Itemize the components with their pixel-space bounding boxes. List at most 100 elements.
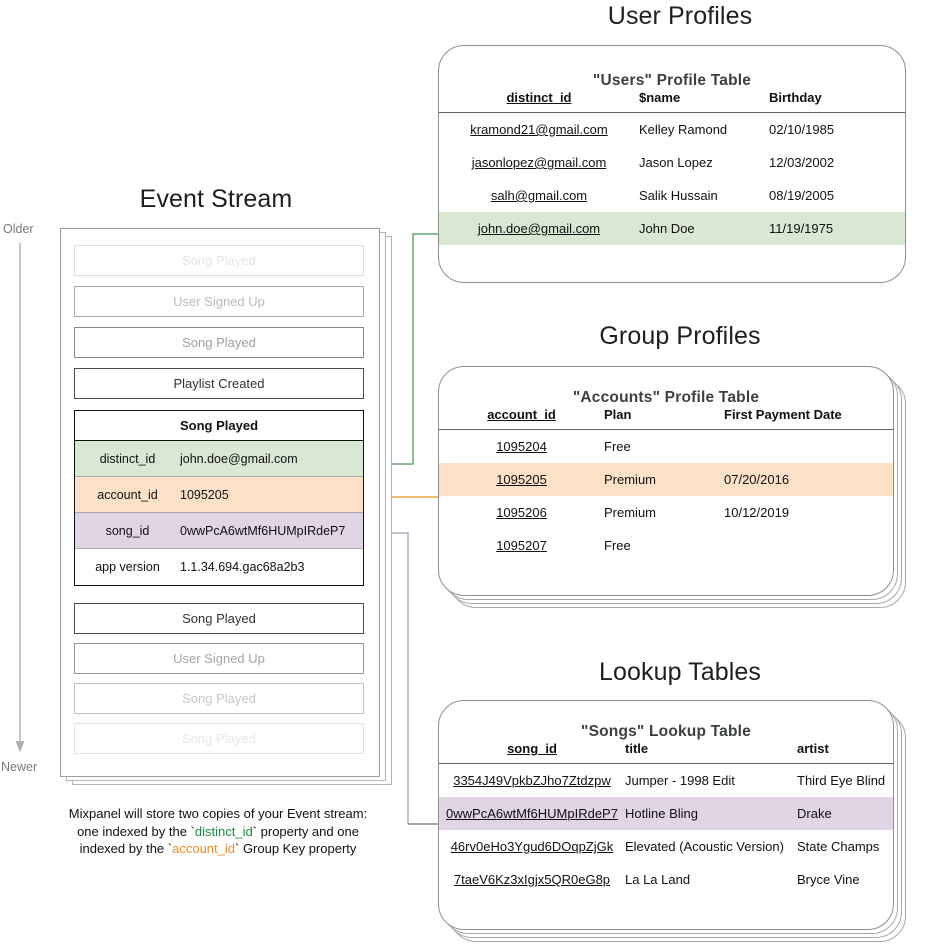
caption-line-3b: ` Group Key property bbox=[235, 841, 357, 856]
event-stream-title: Event Stream bbox=[139, 185, 293, 213]
event-item-8[interactable]: Song Played bbox=[74, 723, 364, 754]
event-prop-account-id-key: account_id bbox=[97, 487, 158, 502]
timeline-older-label: Older bbox=[3, 222, 34, 236]
stream-caption: Mixpanel will store two copies of your E… bbox=[48, 805, 388, 858]
event-stream-stack: Song Played User Signed Up Song Played P… bbox=[60, 228, 392, 785]
caption-distinct-id-key: distinct_id bbox=[194, 823, 253, 839]
group-profiles-title: Group Profiles bbox=[599, 322, 761, 350]
songs-table-row[interactable]: 46rv0eHo3Ygud6DOqpZjGk Elevated (Acousti… bbox=[439, 830, 893, 863]
users-r4-distinct-id: john.doe@gmail.com bbox=[439, 212, 639, 245]
songs-r1-title: Jumper - 1998 Edit bbox=[625, 773, 735, 788]
event-prop-app-version: app version 1.1.34.694.gac68a2b3 bbox=[75, 549, 363, 585]
songs-col-title: title bbox=[625, 741, 797, 764]
event-prop-app-version-value: 1.1.34.694.gac68a2b3 bbox=[180, 560, 305, 574]
event-item-3[interactable]: Song Played bbox=[74, 327, 364, 358]
caption-line-1: Mixpanel will store two copies of your E… bbox=[68, 806, 368, 821]
users-r1-name: Kelley Ramond bbox=[639, 122, 728, 137]
expanded-event-name: Song Played bbox=[75, 411, 363, 441]
songs-table-title: "Songs" Lookup Table bbox=[581, 723, 751, 740]
songs-table-row[interactable]: 3354J49VpkbZJho7Ztdzpw Jumper - 1998 Edi… bbox=[439, 764, 893, 798]
accounts-r1-first-payment bbox=[724, 430, 893, 464]
event-item-6[interactable]: User Signed Up bbox=[74, 643, 364, 674]
accounts-r4-plan: Free bbox=[604, 538, 631, 553]
songs-r2-title: Hotline Bling bbox=[625, 797, 797, 830]
users-r4-name: John Doe bbox=[639, 212, 769, 245]
caption-line-2b: ` property and one bbox=[252, 823, 359, 839]
user-profiles-title: User Profiles bbox=[607, 2, 753, 30]
caption-account-id-key: account_id bbox=[172, 841, 235, 856]
accounts-r3-plan: Premium bbox=[604, 505, 657, 520]
event-prop-distinct-id-value: john.doe@gmail.com bbox=[180, 451, 298, 466]
songs-r2-artist: Drake bbox=[797, 797, 893, 830]
songs-card-stack: "Songs" Lookup Table song_id title artis… bbox=[438, 700, 916, 948]
event-item-1[interactable]: Song Played bbox=[74, 245, 364, 276]
caption-line-2a: one indexed by the ` bbox=[77, 823, 195, 839]
users-table-header-row: distinct_id $name Birthday bbox=[439, 90, 905, 113]
songs-r4-artist: Bryce Vine bbox=[797, 872, 860, 887]
event-prop-distinct-id: distinct_id john.doe@gmail.com bbox=[75, 441, 363, 477]
songs-r1-artist: Third Eye Blind bbox=[797, 773, 886, 788]
songs-r4-title: La La Land bbox=[625, 872, 691, 887]
songs-table-row-highlighted[interactable]: 0wwPcA6wtMf6HUMpIRdeP7 Hotline Bling Dra… bbox=[439, 797, 893, 830]
users-card-stack: "Users" Profile Table distinct_id $name … bbox=[438, 45, 910, 285]
accounts-col-account-id: account_id bbox=[439, 407, 604, 430]
songs-table-header-row: song_id title artist bbox=[439, 741, 893, 764]
event-item-3-label: Song Played bbox=[182, 335, 256, 350]
accounts-r3-account-id: 1095206 bbox=[496, 505, 547, 520]
timeline-newer-label: Newer bbox=[1, 760, 38, 774]
accounts-table-row[interactable]: 1095206 Premium 10/12/2019 bbox=[439, 496, 893, 529]
event-item-4[interactable]: Playlist Created bbox=[74, 368, 364, 399]
event-item-6-label: User Signed Up bbox=[173, 651, 265, 666]
users-r3-birthday: 08/19/2005 bbox=[769, 188, 835, 203]
songs-r3-artist: State Champs bbox=[797, 839, 880, 854]
users-table-title: "Users" Profile Table bbox=[592, 72, 752, 89]
event-item-8-label: Song Played bbox=[182, 731, 256, 746]
event-item-2[interactable]: User Signed Up bbox=[74, 286, 364, 317]
accounts-table-row-highlighted[interactable]: 1095205 Premium 07/20/2016 bbox=[439, 463, 893, 496]
users-r3-distinct-id: salh@gmail.com bbox=[490, 188, 588, 203]
users-table-row[interactable]: kramond21@gmail.com Kelley Ramond 02/10/… bbox=[439, 113, 905, 147]
users-r3-name: Salik Hussain bbox=[639, 188, 718, 203]
event-item-5[interactable]: Song Played bbox=[74, 603, 364, 634]
songs-r1-song-id: 3354J49VpkbZJho7Ztdzpw bbox=[453, 773, 611, 788]
users-table-row-highlighted[interactable]: john.doe@gmail.com John Doe 11/19/1975 bbox=[439, 212, 905, 245]
users-profile-card: "Users" Profile Table distinct_id $name … bbox=[438, 45, 906, 283]
event-item-7-label: Song Played bbox=[182, 691, 256, 706]
users-r2-distinct-id: jasonlopez@gmail.com bbox=[471, 155, 607, 170]
event-prop-app-version-key: app version bbox=[95, 560, 160, 574]
songs-r3-title: Elevated (Acoustic Version) bbox=[625, 839, 784, 854]
event-item-2-label: User Signed Up bbox=[173, 294, 265, 309]
accounts-card-stack: "Accounts" Profile Table account_id Plan… bbox=[438, 366, 916, 614]
users-table-row[interactable]: jasonlopez@gmail.com Jason Lopez 12/03/2… bbox=[439, 146, 905, 179]
event-prop-account-id-value: 1095205 bbox=[180, 487, 229, 502]
accounts-profile-card: "Accounts" Profile Table account_id Plan… bbox=[438, 366, 894, 596]
songs-r2-song-id: 0wwPcA6wtMf6HUMpIRdeP7 bbox=[439, 797, 625, 830]
event-item-1-label: Song Played bbox=[182, 253, 256, 268]
users-profile-table: distinct_id $name Birthday kramond21@gma… bbox=[439, 90, 905, 245]
lookup-tables-title: Lookup Tables bbox=[598, 658, 762, 686]
event-item-7[interactable]: Song Played bbox=[74, 683, 364, 714]
songs-table-row[interactable]: 7taeV6Kz3xIgjx5QR0eG8p La La Land Bryce … bbox=[439, 863, 893, 896]
songs-col-song-id: song_id bbox=[439, 741, 625, 764]
event-item-4-label: Playlist Created bbox=[173, 376, 265, 391]
songs-lookup-card: "Songs" Lookup Table song_id title artis… bbox=[438, 700, 894, 930]
accounts-col-first-payment-date: First Payment Date bbox=[724, 407, 893, 430]
users-col-name: $name bbox=[639, 90, 769, 113]
users-r2-name: Jason Lopez bbox=[639, 155, 713, 170]
users-col-distinct-id: distinct_id bbox=[439, 90, 639, 113]
users-col-birthday: Birthday bbox=[769, 90, 905, 113]
accounts-r2-plan: Premium bbox=[604, 463, 724, 496]
accounts-table-row[interactable]: 1095207 Free bbox=[439, 529, 893, 562]
event-prop-song-id-value: 0wwPcA6wtMf6HUMpIRdeP7 bbox=[180, 523, 346, 538]
expanded-event-card[interactable]: Song Played distinct_id john.doe@gmail.c… bbox=[74, 410, 364, 586]
event-prop-song-id-key: song_id bbox=[105, 523, 150, 538]
songs-lookup-table: song_id title artist 3354J49VpkbZJho7Ztd… bbox=[439, 741, 893, 896]
users-r2-birthday: 12/03/2002 bbox=[769, 155, 835, 170]
accounts-table-row[interactable]: 1095204 Free bbox=[439, 430, 893, 464]
event-prop-song-id: song_id 0wwPcA6wtMf6HUMpIRdeP7 bbox=[75, 513, 363, 549]
users-table-row[interactable]: salh@gmail.com Salik Hussain 08/19/2005 bbox=[439, 179, 905, 212]
accounts-r1-account-id: 1095204 bbox=[496, 439, 547, 454]
accounts-r3-first-payment: 10/12/2019 bbox=[724, 505, 790, 520]
accounts-table-header-row: account_id Plan First Payment Date bbox=[439, 407, 893, 430]
